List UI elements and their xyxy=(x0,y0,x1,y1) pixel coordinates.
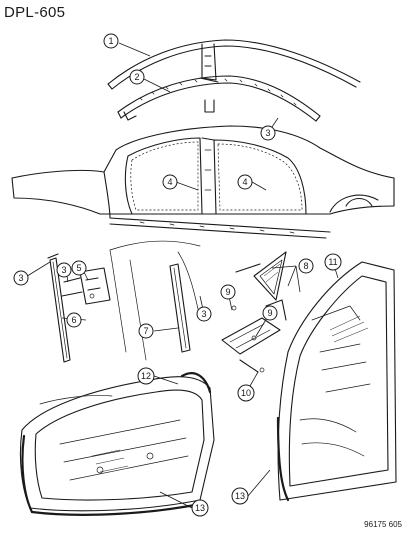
callout-11: 11 xyxy=(324,253,342,271)
roof-rail-weatherstrip xyxy=(107,39,361,90)
callout-circle xyxy=(13,270,29,286)
front-door-glass xyxy=(109,240,201,361)
callout-circle xyxy=(138,323,154,339)
diagram-id: DPL-605 xyxy=(4,4,66,21)
callout-9-lower: 9 xyxy=(262,305,278,321)
callout-circle xyxy=(231,487,249,505)
callout-4-rear: 4 xyxy=(237,174,253,190)
callout-6: 6 xyxy=(66,312,82,328)
callout-4-front: 4 xyxy=(162,174,178,190)
callout-circle xyxy=(66,312,82,328)
callout-number: 2 xyxy=(134,72,139,82)
quarter-vent-window xyxy=(235,251,287,301)
window-regulator-bracket xyxy=(61,267,111,305)
callout-circle xyxy=(220,284,236,300)
callout-number: 5 xyxy=(76,263,81,273)
callout-circle xyxy=(237,384,255,402)
callout-12: 12 xyxy=(137,367,155,385)
leader-lines xyxy=(23,42,339,509)
callout-number: 6 xyxy=(71,315,76,325)
reference-code: 96175 605 xyxy=(364,520,402,529)
rear-door-assembly xyxy=(276,261,397,502)
callout-circle xyxy=(71,260,87,276)
callout-number: 9 xyxy=(267,308,272,318)
rear-glass-run-channel xyxy=(169,263,191,353)
callout-circle xyxy=(324,253,342,271)
callout-circle xyxy=(260,125,276,141)
callout-number: 11 xyxy=(328,257,337,267)
callout-number: 3 xyxy=(61,265,66,275)
rear-door-hardware xyxy=(221,299,287,373)
callout-3-right: 3 xyxy=(196,306,212,322)
callout-circle xyxy=(298,258,314,274)
callout-number: 9 xyxy=(225,287,230,297)
callout-10: 10 xyxy=(237,384,255,402)
callout-number: 4 xyxy=(242,177,247,187)
callout-13-front: 13 xyxy=(191,499,209,517)
callout-circle xyxy=(262,305,278,321)
callout-number: 13 xyxy=(235,491,245,501)
callout-3-left: 3 xyxy=(13,270,29,286)
front-door-assembly xyxy=(19,372,215,516)
callout-number: 10 xyxy=(241,388,251,398)
callout-number: 3 xyxy=(201,309,206,319)
callout-7: 7 xyxy=(138,323,154,339)
callout-1: 1 xyxy=(103,33,119,49)
callout-circle xyxy=(191,499,209,517)
front-glass-run-channel xyxy=(47,253,71,363)
callout-circle xyxy=(162,174,178,190)
callout-number: 7 xyxy=(143,326,148,336)
vehicle-body-side xyxy=(11,125,395,239)
roof-rail-retainer xyxy=(117,75,321,122)
callout-3-roof: 3 xyxy=(260,125,276,141)
callout-number: 8 xyxy=(303,261,308,271)
callout-number: 4 xyxy=(167,177,172,187)
callout-number: 1 xyxy=(108,36,113,46)
callout-number: 3 xyxy=(265,128,270,138)
callout-circle xyxy=(129,69,145,85)
callout-circle xyxy=(237,174,253,190)
callout-circle xyxy=(137,367,155,385)
callout-5: 5 xyxy=(71,260,87,276)
callout-number: 12 xyxy=(141,371,151,381)
callout-circle xyxy=(196,306,212,322)
callout-3-center: 3 xyxy=(56,262,72,278)
callout-circle xyxy=(56,262,72,278)
callout-number: 13 xyxy=(195,503,205,513)
callout-13-rear: 13 xyxy=(231,487,249,505)
callout-circle xyxy=(103,33,119,49)
callout-number: 3 xyxy=(18,273,23,283)
door-opening-weatherstrips xyxy=(130,141,303,211)
callout-9-upper: 9 xyxy=(220,284,236,300)
callout-8: 8 xyxy=(298,258,314,274)
callout-2: 2 xyxy=(129,69,145,85)
